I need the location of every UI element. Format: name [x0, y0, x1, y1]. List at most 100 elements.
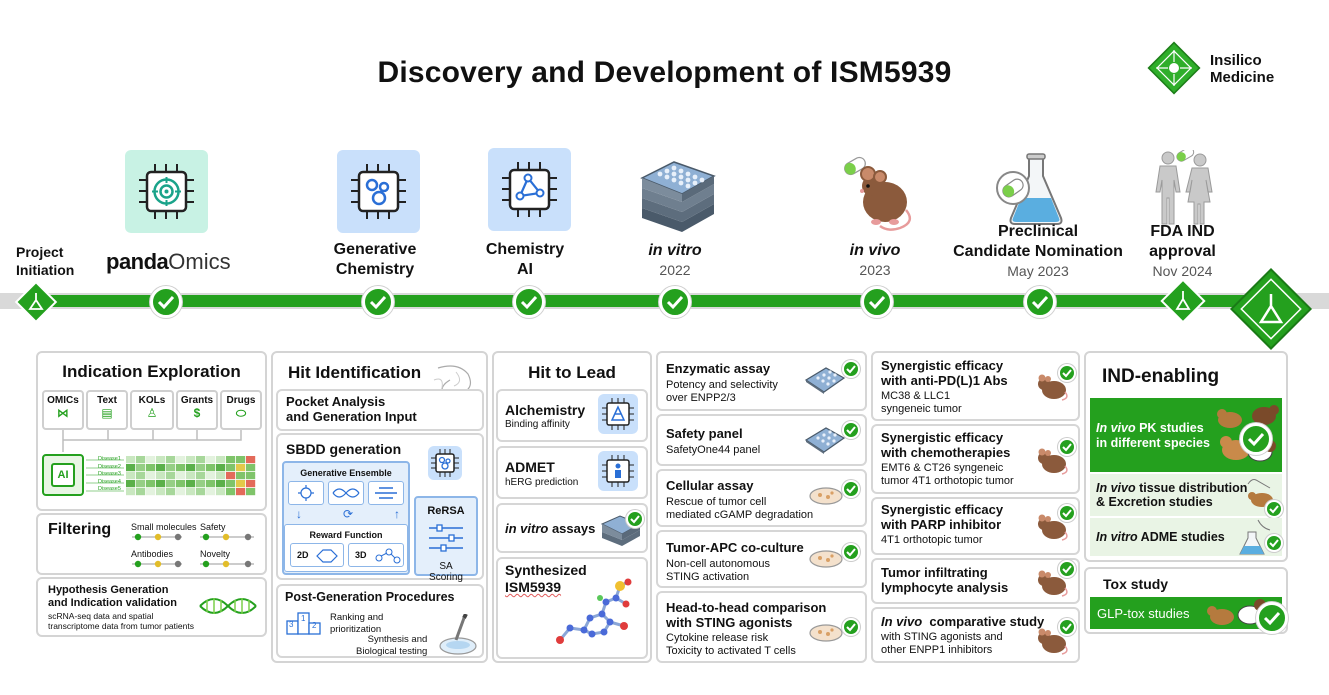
- heatmap-cell: [226, 464, 236, 472]
- check-icon: [842, 421, 860, 439]
- sbdd-title: SBDD generation: [286, 441, 402, 457]
- hypothesis-text: scRNA-seq data and spatial transcriptome…: [48, 611, 194, 631]
- synthesis-label: Synthesis and Biological testing: [356, 634, 428, 657]
- start-diamond-icon: [14, 280, 58, 324]
- check-icon: [1058, 438, 1076, 456]
- filtering-title: Filtering: [48, 521, 112, 538]
- anti-pdl1-text: Synergistic efficacy with anti-PD(L)1 Ab…: [881, 358, 1008, 415]
- heatmap-cell: [166, 464, 176, 472]
- arrow-up-icon: ↑: [394, 507, 400, 521]
- pill-icon: ⬭: [235, 406, 247, 420]
- pocket-analysis-label: Pocket Analysis and Generation Input: [286, 394, 417, 424]
- generative-chemistry-label: Generative Chemistry: [333, 241, 417, 278]
- hit-to-lead-title: Hit to Lead: [528, 363, 616, 382]
- podium-icon: [286, 612, 321, 635]
- reward-3d: 3D: [348, 543, 404, 567]
- heatmap-cell: [186, 480, 196, 488]
- flask-pill-icon: [996, 153, 1063, 225]
- heatmap-cell: [136, 464, 146, 472]
- checkpoint-check-icon: [362, 286, 394, 318]
- source-text: Text▤: [86, 390, 128, 430]
- heatmap-cell: [236, 488, 246, 496]
- disease-labels: Disease1 Disease2 Disease3 Disease4 Dise…: [98, 456, 121, 493]
- checkpoint-check-icon: [861, 286, 893, 318]
- petri-dish-icon: [809, 550, 843, 568]
- post-generation-title: Post-Generation Procedures: [285, 590, 455, 604]
- heatmap-cell: [196, 480, 206, 488]
- heatmap-cell: [156, 456, 166, 464]
- admet-chip-icon: [598, 451, 638, 491]
- til-text: Tumor infiltrating lymphocyte analysis: [881, 565, 1009, 595]
- ranking-label: Ranking and prioritization: [330, 612, 384, 635]
- heatmap-cell: [196, 464, 206, 472]
- sliders-icon: [429, 524, 463, 552]
- petri-dish-icon: [809, 487, 843, 505]
- generative-chemistry-chip-icon: [337, 150, 420, 233]
- heatmap-cell: [176, 472, 186, 480]
- tox-study-title: Tox study: [1103, 576, 1169, 592]
- arrow-down-icon: ↓: [296, 507, 302, 521]
- heatmap-cell: [166, 488, 176, 496]
- well-plate-icon: [804, 427, 846, 454]
- logo-text: Insilico Medicine: [1210, 52, 1275, 86]
- filter-toggles: [132, 533, 254, 568]
- in-vitro-label: in vitro 2022: [648, 242, 702, 278]
- heatmap-cell: [206, 480, 216, 488]
- heatmap-cell: [156, 488, 166, 496]
- plate-stack-small-icon: [600, 515, 642, 546]
- heatmap-cell: [226, 456, 236, 464]
- checkpoint-check-icon: [513, 286, 545, 318]
- heatmap-cell: [146, 456, 156, 464]
- end-diamond-icon: [1229, 267, 1313, 351]
- filter-safety: Safety: [200, 522, 226, 532]
- tumor-apc-text: Tumor-APC co-culture Non-cell autonomous…: [666, 540, 804, 583]
- heatmap-cell: [126, 488, 136, 496]
- mouse-icon: [1034, 626, 1070, 661]
- heatmap-cell: [216, 472, 226, 480]
- check-icon: [1058, 618, 1076, 636]
- chemotherapies-text: Synergistic efficacy with chemotherapies…: [881, 430, 1014, 487]
- heatmap-cell: [156, 480, 166, 488]
- ind-enabling-title: IND-enabling: [1102, 366, 1220, 387]
- heatmap-cell: [186, 464, 196, 472]
- heatmap-cell: [206, 456, 216, 464]
- heatmap-cell: [236, 456, 246, 464]
- check-icon: [842, 480, 860, 498]
- filter-novelty: Novelty: [200, 549, 231, 559]
- check-icon: [842, 543, 860, 561]
- mouse-icon: [1034, 372, 1070, 407]
- sa-scoring-label: SA Scoring: [429, 561, 463, 583]
- mouse-icon: [1034, 568, 1070, 603]
- petri-pipette-icon: [439, 614, 477, 655]
- heatmap-cell: [226, 480, 236, 488]
- heatmap-cell: [226, 472, 236, 480]
- check-icon: [842, 360, 860, 378]
- ensemble-model-a: [288, 481, 324, 505]
- filter-antibodies: Antibodies: [131, 549, 174, 559]
- pocket-analysis-card: [276, 389, 484, 431]
- money-bag-icon: $: [193, 406, 201, 420]
- synthesized-card: [496, 557, 648, 659]
- filter-small-molecules: Small molecules: [131, 522, 197, 532]
- alchemistry-chip-icon: [598, 394, 638, 434]
- heatmap-cell: [166, 480, 176, 488]
- heatmap-cell: [216, 464, 226, 472]
- heatmap-cell: [196, 472, 206, 480]
- ensemble-model-b: [328, 481, 364, 505]
- heatmap-cell: [196, 488, 206, 496]
- source-drugs: Drugs⬭: [220, 390, 262, 430]
- heatmap-cell: [236, 480, 246, 488]
- sbdd-chip-icon: [428, 446, 462, 480]
- heatmap-cell: [246, 472, 256, 480]
- heatmap-cell: [186, 456, 196, 464]
- ensemble-model-c: [368, 481, 404, 505]
- check-icon: [842, 618, 860, 636]
- synthesized-label: Synthesized ISM5939: [505, 562, 587, 595]
- heatmap-cell: [206, 464, 216, 472]
- human-silhouettes-icon: [1155, 150, 1213, 225]
- hypothesis-panel: [36, 577, 267, 637]
- heatmap-cell: [246, 464, 256, 472]
- heatmap-cell: [176, 464, 186, 472]
- page-title: Discovery and Development of ISM5939: [377, 56, 952, 89]
